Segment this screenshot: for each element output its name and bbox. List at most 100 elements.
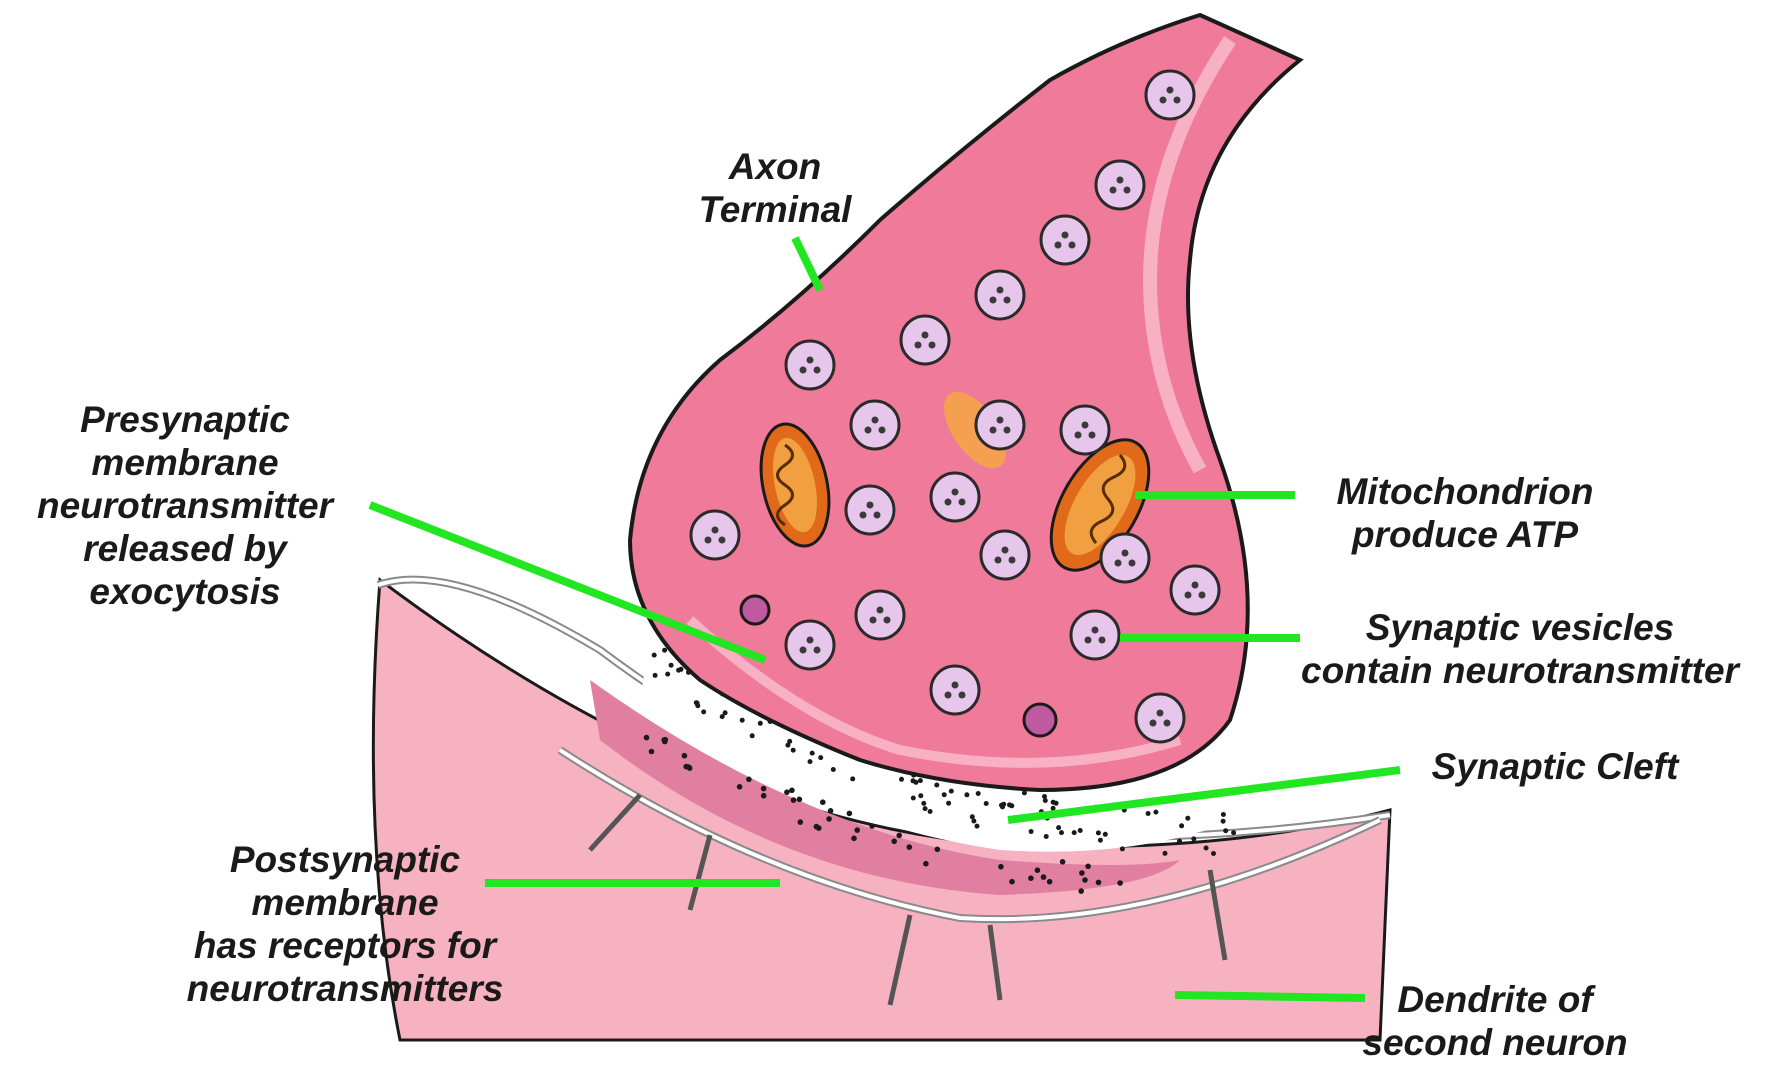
- neurotransmitter-dot: [669, 663, 674, 668]
- neurotransmitter-dot: [644, 735, 650, 741]
- neurotransmitter-dot: [907, 844, 913, 850]
- neurotransmitter-dot: [1078, 828, 1083, 833]
- neurotransmitter-dot: [701, 709, 706, 714]
- neurotransmitter-dot: [791, 748, 796, 753]
- neurotransmitter-dot: [1059, 830, 1064, 835]
- neurotransmitter-dot: [1096, 830, 1101, 835]
- neurotransmitter-dot: [918, 793, 923, 798]
- neurotransmitter-dot: [649, 749, 655, 755]
- neurotransmitter-dot: [928, 809, 933, 814]
- label-line: membrane: [150, 881, 540, 924]
- neurotransmitter-dot: [758, 721, 763, 726]
- exocytosis-vesicle: [1024, 704, 1056, 736]
- neurotransmitter-dot: [896, 833, 902, 839]
- neurotransmitter-dot: [1035, 867, 1041, 873]
- neurotransmitter-dot: [1054, 801, 1059, 806]
- neurotransmitter-dot: [1223, 828, 1228, 833]
- neurotransmitter-dot: [935, 847, 941, 853]
- label-line: Axon: [680, 145, 870, 188]
- neurotransmitter-dot: [1047, 879, 1053, 885]
- neurotransmitter-dot: [1072, 830, 1077, 835]
- neurotransmitter-dot: [1117, 880, 1123, 886]
- label-line: Dendrite of: [1335, 978, 1655, 1021]
- neurotransmitter-dot: [784, 789, 790, 795]
- neurotransmitter-dot: [921, 801, 926, 806]
- neurotransmitter-dot: [1060, 859, 1066, 865]
- neurotransmitter-dot: [1146, 811, 1151, 816]
- vesicle: [846, 486, 894, 534]
- neurotransmitter-dot: [1163, 851, 1168, 856]
- neurotransmitter-dot: [787, 739, 792, 744]
- vesicle: [1041, 216, 1089, 264]
- neurotransmitter-dot: [652, 653, 657, 658]
- neurotransmitter-dot: [869, 823, 875, 829]
- neurotransmitter-dot: [976, 791, 981, 796]
- neurotransmitter-dot: [1177, 839, 1182, 844]
- label-axon-terminal: Axon Terminal: [680, 145, 870, 231]
- neurotransmitter-dot: [946, 801, 951, 806]
- neurotransmitter-dot: [798, 819, 804, 825]
- vesicle: [976, 271, 1024, 319]
- neurotransmitter-dot: [1028, 875, 1034, 881]
- label-line: released by: [10, 527, 360, 570]
- vesicle: [691, 511, 739, 559]
- label-line: membrane: [10, 441, 360, 484]
- neurotransmitter-dot: [1082, 877, 1088, 883]
- vesicle: [1146, 71, 1194, 119]
- vesicle: [1096, 161, 1144, 209]
- label-line: has receptors for: [150, 924, 540, 967]
- leader-axon-terminal: [795, 238, 820, 290]
- neurotransmitter-dot: [847, 811, 853, 817]
- vesicle: [1071, 611, 1119, 659]
- label-line: Synaptic vesicles: [1265, 606, 1775, 649]
- neurotransmitter-dot: [1098, 838, 1103, 843]
- neurotransmitter-dot: [818, 755, 823, 760]
- neurotransmitter-dot: [1044, 834, 1049, 839]
- neurotransmitter-dot: [964, 792, 969, 797]
- neurotransmitter-dot: [1231, 830, 1236, 835]
- vesicle: [981, 531, 1029, 579]
- label-line: Synaptic Cleft: [1405, 745, 1705, 788]
- neurotransmitter-dot: [984, 801, 989, 806]
- label-line: exocytosis: [10, 570, 360, 613]
- neurotransmitter-dot: [808, 759, 813, 764]
- vesicle: [1171, 566, 1219, 614]
- vesicle: [786, 621, 834, 669]
- neurotransmitter-dot: [820, 799, 826, 805]
- neurotransmitter-dot: [1007, 802, 1012, 807]
- neurotransmitter-dot: [891, 839, 897, 845]
- neurotransmitter-dot: [663, 737, 669, 743]
- vesicle: [1061, 406, 1109, 454]
- neurotransmitter-dot: [1211, 851, 1216, 856]
- neurotransmitter-dot: [662, 648, 667, 653]
- neurotransmitter-dot: [1041, 874, 1047, 880]
- neurotransmitter-dot: [1056, 825, 1061, 830]
- vesicle: [931, 666, 979, 714]
- neurotransmitter-dot: [1103, 832, 1108, 837]
- neurotransmitter-dot: [679, 667, 684, 672]
- neurotransmitter-dot: [761, 786, 767, 792]
- neurotransmitter-dot: [831, 767, 836, 772]
- neurotransmitter-dot: [850, 776, 855, 781]
- neurotransmitter-dot: [750, 733, 755, 738]
- neurotransmitter-dot: [826, 816, 832, 822]
- exocytosis-vesicle: [741, 596, 769, 624]
- neurotransmitter-dot: [686, 764, 692, 770]
- neurotransmitter-dot: [911, 796, 916, 801]
- neurotransmitter-dot: [797, 797, 803, 803]
- vesicle: [931, 473, 979, 521]
- label-dendrite: Dendrite of second neuron: [1335, 978, 1655, 1064]
- label-mitochondrion: Mitochondrion produce ATP: [1305, 470, 1625, 556]
- neurotransmitter-dot: [1009, 879, 1015, 885]
- neurotransmitter-dot: [1029, 829, 1034, 834]
- label-vesicles: Synaptic vesicles contain neurotransmitt…: [1265, 606, 1775, 692]
- neurotransmitter-dot: [1043, 798, 1048, 803]
- label-presynaptic: Presynaptic membrane neurotransmitter re…: [10, 398, 360, 613]
- neurotransmitter-dot: [971, 819, 976, 824]
- neurotransmitter-dot: [740, 718, 745, 723]
- label-postsynaptic: Postsynaptic membrane has receptors for …: [150, 838, 540, 1010]
- label-line: Mitochondrion: [1305, 470, 1625, 513]
- neurotransmitter-dot: [1204, 846, 1209, 851]
- vesicle: [1101, 534, 1149, 582]
